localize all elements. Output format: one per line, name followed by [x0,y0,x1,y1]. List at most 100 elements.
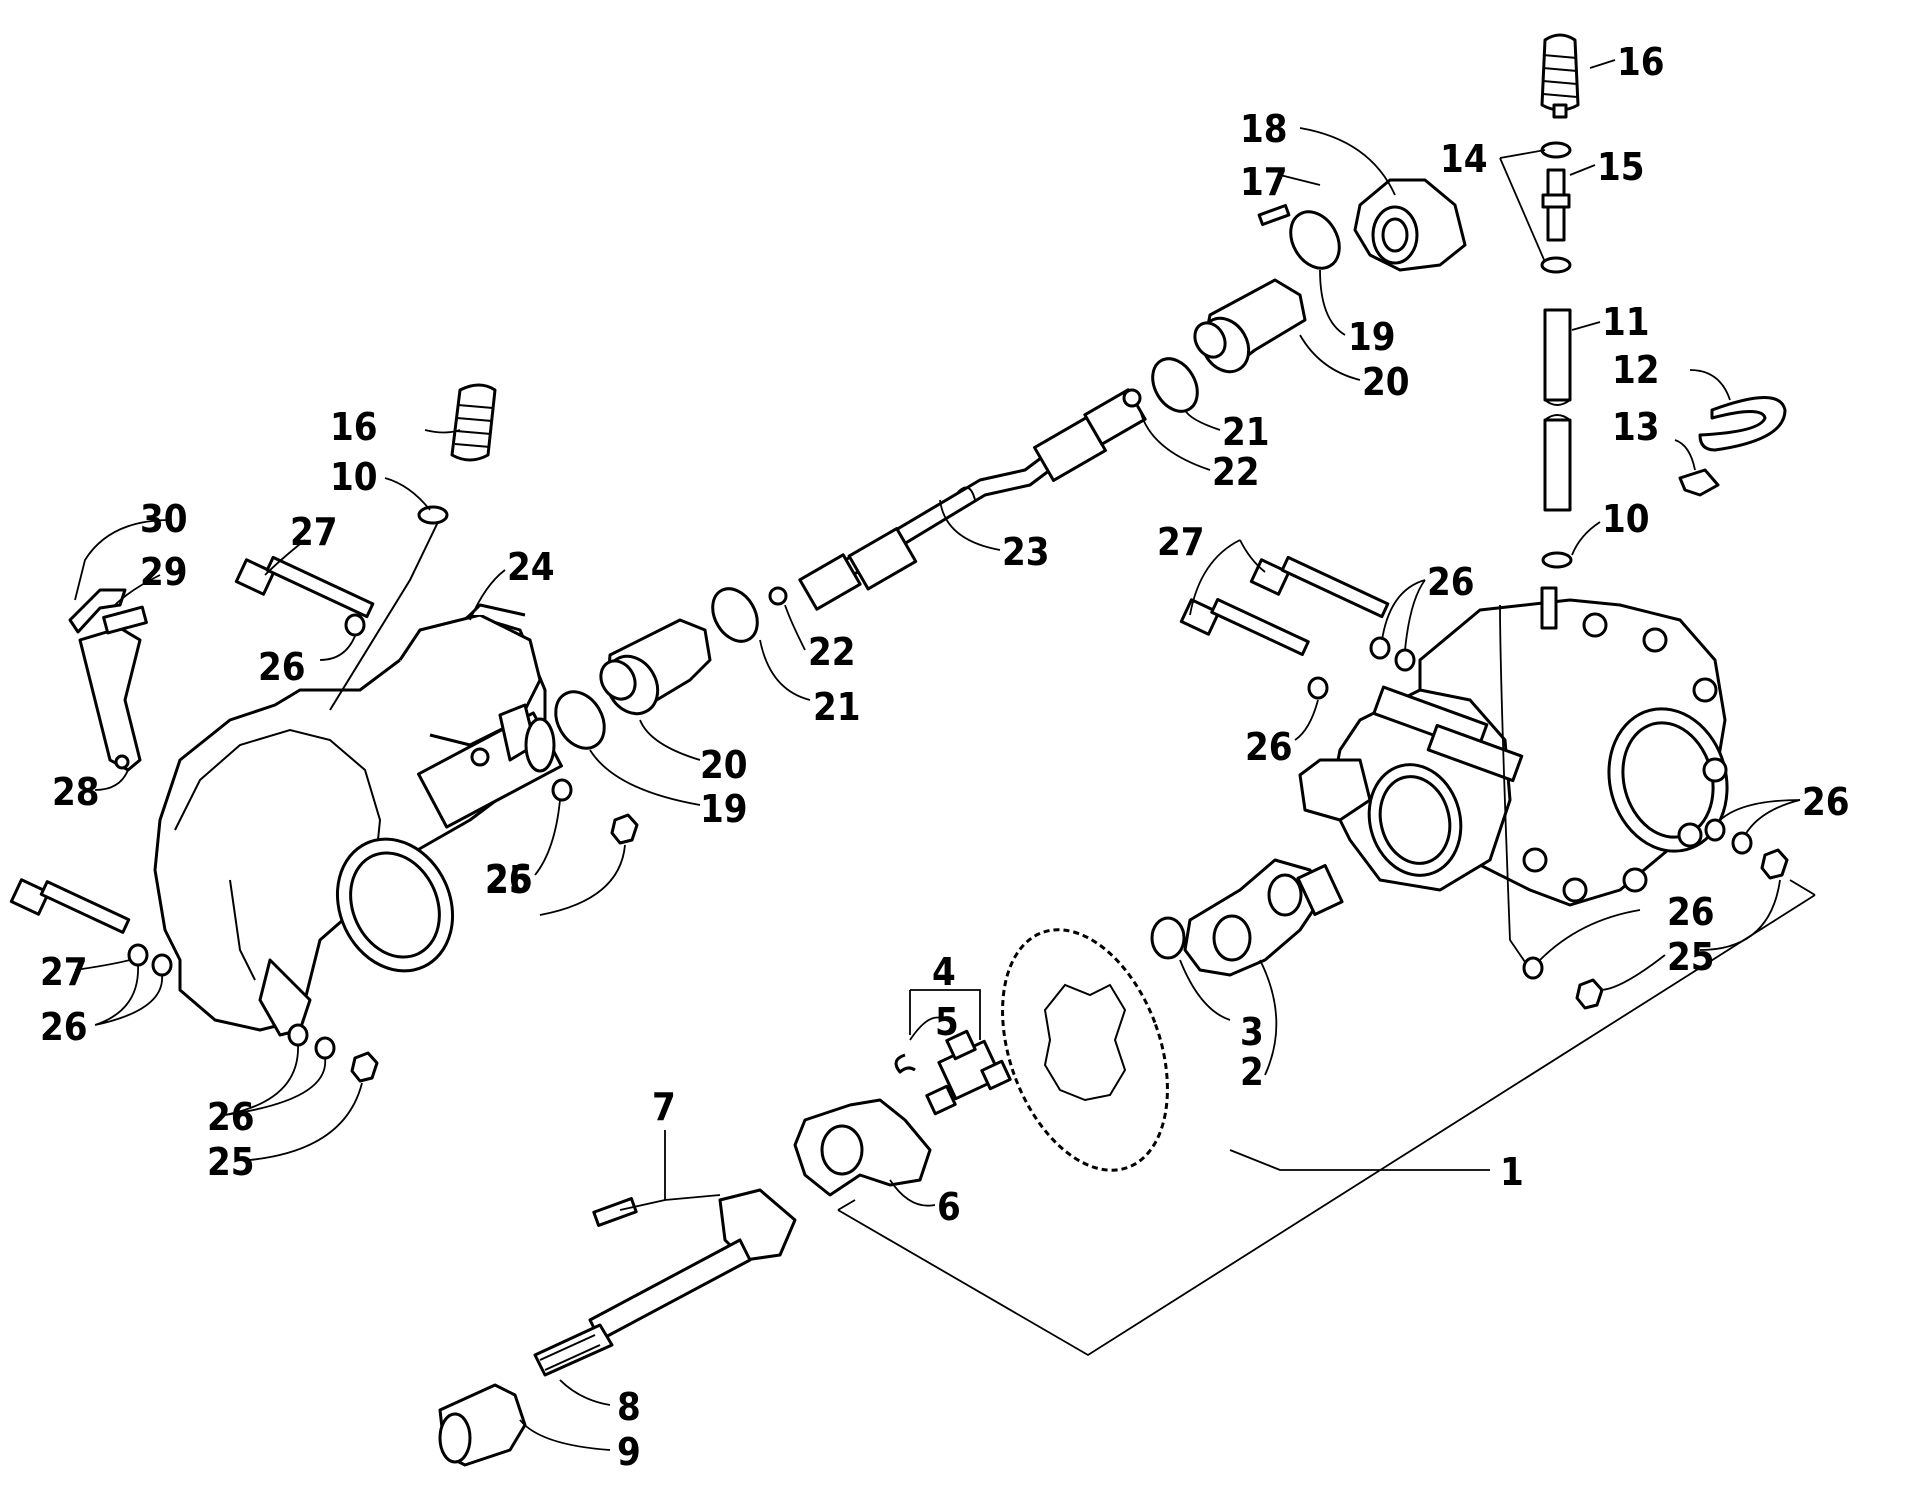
bolt-27-left-bottom [9,878,131,934]
screw-17 [1257,204,1291,226]
callout-number: 20 [700,743,748,787]
callout-number: 19 [1348,315,1396,359]
leader-line [519,1419,611,1451]
band-clamp-12 [1698,396,1787,452]
washer-26-right-flange-1 [1704,818,1726,842]
leader-line [1294,699,1319,741]
leader-line [1299,334,1361,381]
oil-seal-3 [1150,916,1186,960]
leader-line [1569,164,1596,176]
leader-line [424,429,461,434]
callout-number: 22 [808,630,856,674]
callout-number: 15 [1597,145,1645,189]
callout-number: 5 [935,1000,959,1044]
yoke-2 [1183,858,1344,977]
shift-linkage-28 [78,626,142,772]
bolt-7 [592,1197,638,1227]
output-shaft-8 [533,1188,797,1377]
nut-25-left-mid [610,813,639,845]
washer-26-right-flange-2 [1731,831,1753,855]
callout-number: 21 [1222,410,1270,454]
left-plug-22 [768,586,788,606]
vent-hose-11 [1543,308,1572,512]
leader-line [1299,127,1396,196]
right-gearcase-housing [1298,586,1729,907]
vent-filter-16-left [450,383,497,462]
callout-number: 26 [40,1005,88,1049]
callout-number: 26 [1427,560,1475,604]
leader-line [94,769,129,791]
leader-line [1381,579,1426,651]
screw-29 [102,605,148,635]
washer-26-left-top [344,613,366,637]
callout-number: 26 [1667,890,1715,934]
leader-line [589,749,701,806]
leader-line [1319,269,1346,336]
callout-number: 28 [52,770,100,814]
leader-line [1229,1149,1490,1171]
bolt-27-right-mid [1179,598,1310,656]
callout-number: 26 [207,1095,255,1139]
boot-9 [438,1383,527,1467]
leader-line [539,844,626,916]
leader-line [469,569,506,621]
callout-number: 24 [507,545,555,589]
callout-number: 20 [1362,360,1410,404]
callout-number: 16 [330,405,378,449]
center-driveshaft [798,388,1147,611]
pivot-pin-30 [68,588,127,634]
callout-number: 27 [1157,520,1205,564]
leader-line [639,719,701,761]
leader-line [1499,149,1546,263]
callout-number: 16 [1617,40,1665,84]
washer-26-right-top-2 [1394,648,1416,672]
leader-line [74,959,131,971]
leader-line [1717,799,1801,836]
assembly-bracket-line [837,894,1816,1357]
assembly-bracket-line [837,1199,856,1211]
right-cv-boot [1193,278,1307,374]
nut-25-left-lower [350,1051,379,1083]
right-boot-clamp-ring-19 [1289,210,1341,270]
callout-number: 27 [290,510,338,554]
nut-25-right-flange [1760,848,1789,880]
hose-clip-13 [1678,468,1720,497]
washer-26-left-bottom-2 [151,953,173,977]
leader-line [249,1082,363,1161]
vent-clamp-14-upper [1540,141,1572,159]
washer-26-left-bottom-1 [127,943,149,967]
callout-number: 4 [932,950,956,994]
callout-number: 26 [258,645,306,689]
leader-line [939,499,1001,551]
callout-number: 2 [1240,1050,1264,1094]
leader-line [759,639,811,701]
leader-line [1499,604,1526,963]
callout-number: 29 [140,550,188,594]
washer-26-left-mid [551,778,573,802]
washer-26-left-lower-1 [287,1023,309,1047]
leader-line [74,519,171,601]
washer-26-right-mid [1307,676,1329,700]
callout-number: 8 [617,1385,641,1429]
washer-26-right-top-1 [1369,636,1391,660]
callout-number: 14 [1440,137,1488,181]
callout-number: 30 [140,497,188,541]
washer-26-right-bottom [1522,956,1544,980]
callout-number: 7 [652,1085,676,1129]
callout-number: 10 [330,455,378,499]
callout-number: 3 [1240,1010,1264,1054]
callout-number: 26 [1802,780,1850,824]
leader-line [559,1379,611,1406]
leader-line [1674,439,1696,471]
callout-number: 13 [1612,405,1660,449]
leader-line [784,604,806,651]
leader-line [1189,539,1241,616]
callout-number: 21 [813,685,861,729]
right-boot-clamp-ring-21 [1151,357,1199,413]
callout-number: 25 [207,1140,255,1184]
leader-line [114,574,161,606]
leader-line [224,1044,326,1116]
callout-number: 17 [1240,160,1288,204]
left-boot-clamp-ring-21 [711,587,759,643]
